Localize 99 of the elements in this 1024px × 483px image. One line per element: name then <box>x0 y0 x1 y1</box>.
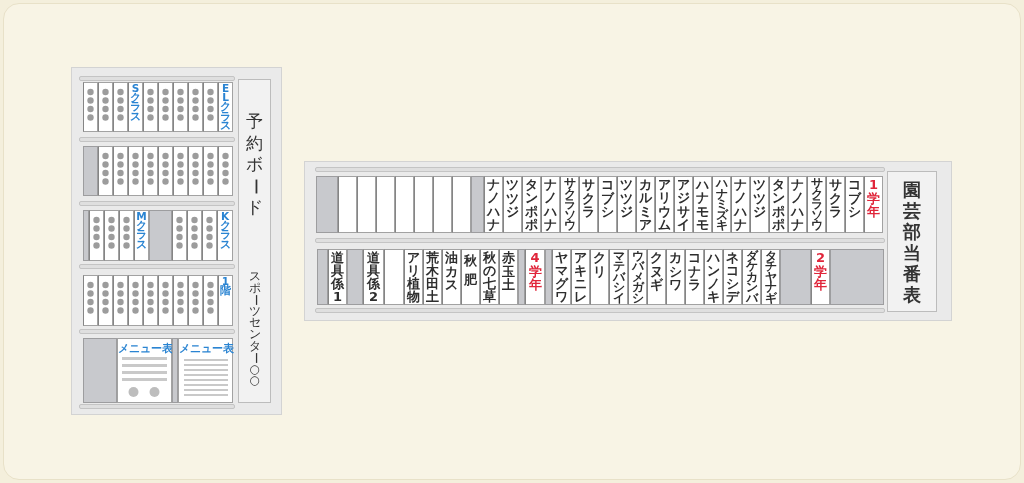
binder: Kクラス <box>217 210 233 261</box>
binder: ハンノキ <box>704 249 723 305</box>
binder <box>188 82 203 132</box>
binder: 秋の七草 <box>480 249 499 305</box>
binder: ツツジ <box>617 176 636 233</box>
binder <box>143 82 158 132</box>
board-title: 予約ボード <box>244 111 267 219</box>
binder <box>357 176 376 233</box>
binder: タンポポ <box>769 176 788 233</box>
binder <box>98 146 113 196</box>
binder <box>173 146 188 196</box>
binder: ナノハナ <box>731 176 750 233</box>
binder: サクラソウ <box>560 176 579 233</box>
binder: タチヤナギ <box>761 249 780 305</box>
binder <box>113 275 128 326</box>
binder <box>128 275 143 326</box>
binder: ナノハナ <box>541 176 560 233</box>
binder: アリ植物 <box>404 249 423 305</box>
binder: Mクラス <box>134 210 149 261</box>
binder: カルミア <box>636 176 655 233</box>
binder: ヤマグワ <box>552 249 571 305</box>
binder: クヌギ <box>647 249 666 305</box>
title-panel <box>887 171 937 312</box>
binder: 4学年 <box>525 249 545 305</box>
binder: ツツジ <box>503 176 522 233</box>
binder <box>89 210 104 261</box>
binder: 1階 <box>218 275 233 326</box>
binder: ハナモモ <box>693 176 712 233</box>
menu-title: メニュー表 <box>118 342 171 354</box>
binder: カシワ <box>666 249 685 305</box>
board-frame <box>304 161 952 321</box>
binder <box>395 176 414 233</box>
binder: アキニレ <box>571 249 590 305</box>
binder: ツツジ <box>750 176 769 233</box>
binder: サクラソウ <box>807 176 826 233</box>
binder <box>158 275 173 326</box>
binder <box>113 146 128 196</box>
binder <box>158 146 173 196</box>
binder: コナラ <box>685 249 704 305</box>
binder: ナノハナ <box>788 176 807 233</box>
board-subtitle: スポーツセンター○○ <box>247 271 264 387</box>
binder: マテバシイ <box>609 249 628 305</box>
binder <box>83 82 98 132</box>
binder: クリ <box>590 249 609 305</box>
binder <box>188 146 203 196</box>
binder: 赤玉土 <box>499 249 518 305</box>
binder: コブシ <box>845 176 864 233</box>
binder: 油カス <box>442 249 461 305</box>
binder: 荒木田土 <box>423 249 442 305</box>
binder <box>384 249 404 305</box>
binder <box>158 82 173 132</box>
binder <box>128 146 143 196</box>
binder: 道具係2 <box>363 249 384 305</box>
binder: アリウム <box>655 176 674 233</box>
binder: 秋肥 <box>461 249 480 305</box>
binder: アジサイ <box>674 176 693 233</box>
binder <box>203 275 218 326</box>
binder: ウバメガシ <box>628 249 647 305</box>
binder: ネコシデ <box>723 249 742 305</box>
binder <box>376 176 395 233</box>
binder: サクラ <box>826 176 845 233</box>
binder: 1学年 <box>864 176 883 233</box>
binder <box>452 176 471 233</box>
binder <box>83 275 98 326</box>
binder <box>143 275 158 326</box>
binder <box>173 82 188 132</box>
binder <box>172 210 187 261</box>
binder: 2学年 <box>811 249 830 305</box>
title-panel <box>238 79 271 403</box>
binder <box>98 275 113 326</box>
binder <box>143 146 158 196</box>
binder <box>203 146 218 196</box>
binder: ダケカンバ <box>742 249 761 305</box>
binder <box>203 82 218 132</box>
binder: ナノハナ <box>484 176 503 233</box>
binder: ハナミズキ <box>712 176 731 233</box>
binder <box>188 275 203 326</box>
binder: コブシ <box>598 176 617 233</box>
binder <box>433 176 452 233</box>
binder <box>202 210 217 261</box>
menu-sheet <box>117 338 172 403</box>
binder <box>119 210 134 261</box>
binder <box>173 275 188 326</box>
binder <box>98 82 113 132</box>
binder: ELクラス <box>218 82 233 132</box>
board-title: 園芸部当番表 <box>902 179 922 305</box>
binder <box>187 210 202 261</box>
binder: Sクラス <box>128 82 143 132</box>
binder <box>414 176 433 233</box>
binder: 道具係1 <box>328 249 347 305</box>
binder <box>104 210 119 261</box>
menu-title: メニュー表 <box>179 342 232 354</box>
binder <box>218 146 233 196</box>
menu-sheet <box>178 338 233 403</box>
binder: タンポポ <box>522 176 541 233</box>
binder: サクラ <box>579 176 598 233</box>
board-frame <box>71 67 282 415</box>
binder <box>113 82 128 132</box>
binder <box>338 176 357 233</box>
